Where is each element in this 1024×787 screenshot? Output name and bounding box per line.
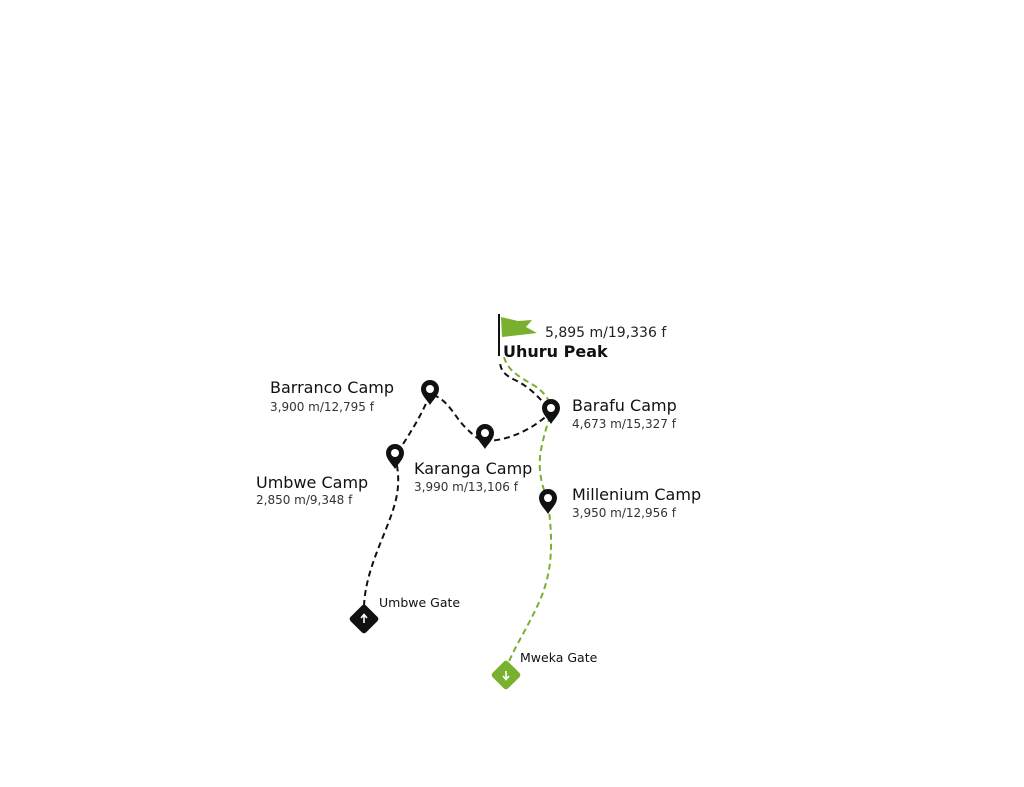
gate-name: Umbwe Gate	[379, 595, 460, 610]
camp-elevation: 3,990 m/13,106 f	[414, 480, 519, 494]
camp-elevation: 3,950 m/12,956 f	[572, 506, 677, 520]
ascent-route-path	[363, 359, 553, 607]
gate-name: Mweka Gate	[520, 650, 598, 665]
descent-route-path	[503, 356, 553, 671]
camp-elevation: 3,900 m/12,795 f	[270, 400, 375, 414]
arrow-down-icon	[491, 660, 521, 690]
camp-name: Karanga Camp	[414, 459, 532, 478]
map-pin-icon	[542, 399, 560, 424]
camp-name: Umbwe Camp	[256, 473, 368, 492]
camp-elevation: 2,850 m/9,348 f	[256, 493, 353, 507]
map-pin-icon	[476, 424, 494, 449]
summit-name: Uhuru Peak	[503, 342, 608, 361]
camp-elevation: 4,673 m/15,327 f	[572, 417, 677, 431]
map-pin-icon	[539, 489, 557, 514]
camp-name: Barafu Camp	[572, 396, 677, 415]
arrow-up-icon	[349, 604, 379, 634]
camp-name: Millenium Camp	[572, 485, 701, 504]
flag-icon	[498, 314, 537, 356]
map-pin-icon	[386, 444, 404, 469]
map-pin-icon	[421, 380, 439, 405]
summit-elevation: 5,895 m/19,336 f	[545, 325, 667, 341]
camp-name: Barranco Camp	[270, 378, 394, 397]
